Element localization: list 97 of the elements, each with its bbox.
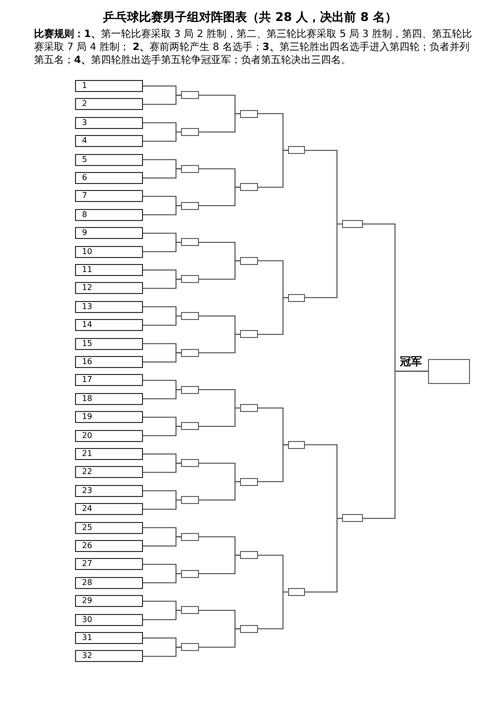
player-slot: 23 xyxy=(75,484,143,497)
player-slot: 7 xyxy=(75,190,143,202)
player-slot: 9 xyxy=(75,227,143,240)
match-box xyxy=(240,110,258,118)
player-slot: 1 xyxy=(75,80,143,92)
bracket-line xyxy=(198,113,240,132)
champion-box xyxy=(428,358,470,384)
player-slot: 6 xyxy=(75,172,143,184)
bracket-line xyxy=(142,536,182,546)
bracket-line xyxy=(142,242,182,252)
bracket-line xyxy=(142,573,182,584)
player-slot: 21 xyxy=(75,448,143,460)
match-box xyxy=(288,588,305,596)
bracket-line xyxy=(198,260,240,280)
match-box xyxy=(181,91,199,100)
bracket-line xyxy=(198,186,240,206)
match-box xyxy=(181,496,199,504)
match-box xyxy=(342,220,363,228)
match-box xyxy=(240,330,258,338)
bracket-line xyxy=(258,444,288,482)
bracket-line xyxy=(198,408,240,427)
player-slot: 28 xyxy=(75,576,143,589)
bracket-line xyxy=(198,554,240,574)
bracket-line xyxy=(142,610,182,620)
bracket-line xyxy=(142,94,182,105)
bracket-line xyxy=(258,592,288,630)
match-box xyxy=(240,478,258,486)
match-box xyxy=(181,532,199,541)
bracket-line xyxy=(142,132,182,142)
player-slot: 32 xyxy=(75,650,143,662)
player-slot: 22 xyxy=(75,466,143,478)
rules-text: 比赛规则：1、第一轮比赛采取 3 局 2 胜制，第二、第三轮比赛采取 5 局 3 胜制，第四、第五轮比赛采取 7 局 4 胜制； 2、赛前两轮产生 8 名选手；3、第三轮胜出四名选手进入第四轮；负者并列第五名；4、第四轮胜出选手第五轮争冠亚军；负者第五轮决出三四名。 xyxy=(34,28,473,67)
match-box xyxy=(181,570,199,578)
bracket-line xyxy=(142,278,182,289)
player-slot: 27 xyxy=(75,558,143,570)
bracket-line xyxy=(198,334,240,354)
player-slot: 20 xyxy=(75,430,143,442)
bracket-line xyxy=(142,352,182,362)
match-box xyxy=(181,386,199,394)
match-box xyxy=(181,164,199,173)
match-box xyxy=(181,275,199,284)
match-box xyxy=(181,312,199,320)
bracket-line xyxy=(142,500,182,510)
match-box xyxy=(240,624,258,633)
player-slot: 19 xyxy=(75,411,143,424)
bracket-line xyxy=(142,462,182,473)
player-slot: 13 xyxy=(75,300,143,313)
match-box xyxy=(240,183,258,192)
player-slot: 3 xyxy=(75,116,143,129)
bracket-line xyxy=(258,150,288,188)
player-slot: 8 xyxy=(75,208,143,221)
match-box xyxy=(181,202,199,210)
match-box xyxy=(181,238,199,246)
match-box xyxy=(181,128,199,136)
player-slot: 15 xyxy=(75,338,143,350)
bracket-line xyxy=(142,168,182,178)
bracket-line xyxy=(142,316,182,326)
bracket-line xyxy=(198,628,240,648)
match-box xyxy=(181,422,199,430)
match-box xyxy=(181,606,199,614)
player-slot: 14 xyxy=(75,319,143,332)
match-box xyxy=(288,294,305,302)
player-slot: 12 xyxy=(75,282,143,294)
player-slot: 16 xyxy=(75,356,143,368)
bracket-line xyxy=(362,370,428,519)
player-slot: 25 xyxy=(75,522,143,534)
match-box xyxy=(181,643,199,652)
player-slot: 17 xyxy=(75,374,143,386)
bracket-line xyxy=(258,297,288,335)
match-box xyxy=(288,440,305,449)
match-box xyxy=(240,551,258,560)
player-slot: 5 xyxy=(75,154,143,166)
bracket-line xyxy=(304,518,342,592)
player-slot: 11 xyxy=(75,264,143,276)
bracket-line xyxy=(198,481,240,500)
match-box xyxy=(181,459,199,468)
bracket-line xyxy=(142,389,182,400)
player-slot: 24 xyxy=(75,503,143,516)
player-slot: 26 xyxy=(75,540,143,552)
player-slot: 31 xyxy=(75,632,143,644)
match-box xyxy=(240,404,258,412)
title: 乒乓球比赛男子组对阵图表（共 28 人，决出前 8 名） xyxy=(102,9,398,26)
player-slot: 18 xyxy=(75,392,143,405)
player-slot: 4 xyxy=(75,135,143,148)
champion-label: 冠军 xyxy=(400,356,422,368)
match-box xyxy=(240,256,258,265)
player-slot: 30 xyxy=(75,614,143,626)
player-slot: 10 xyxy=(75,246,143,258)
bracket-line xyxy=(304,224,342,298)
player-slot: 29 xyxy=(75,595,143,608)
match-box xyxy=(181,348,199,357)
bracket-line xyxy=(142,646,182,657)
bracket-line xyxy=(142,426,182,436)
bracket-line xyxy=(142,205,182,216)
match-box xyxy=(342,514,363,522)
match-box xyxy=(288,146,305,154)
player-slot: 2 xyxy=(75,98,143,110)
